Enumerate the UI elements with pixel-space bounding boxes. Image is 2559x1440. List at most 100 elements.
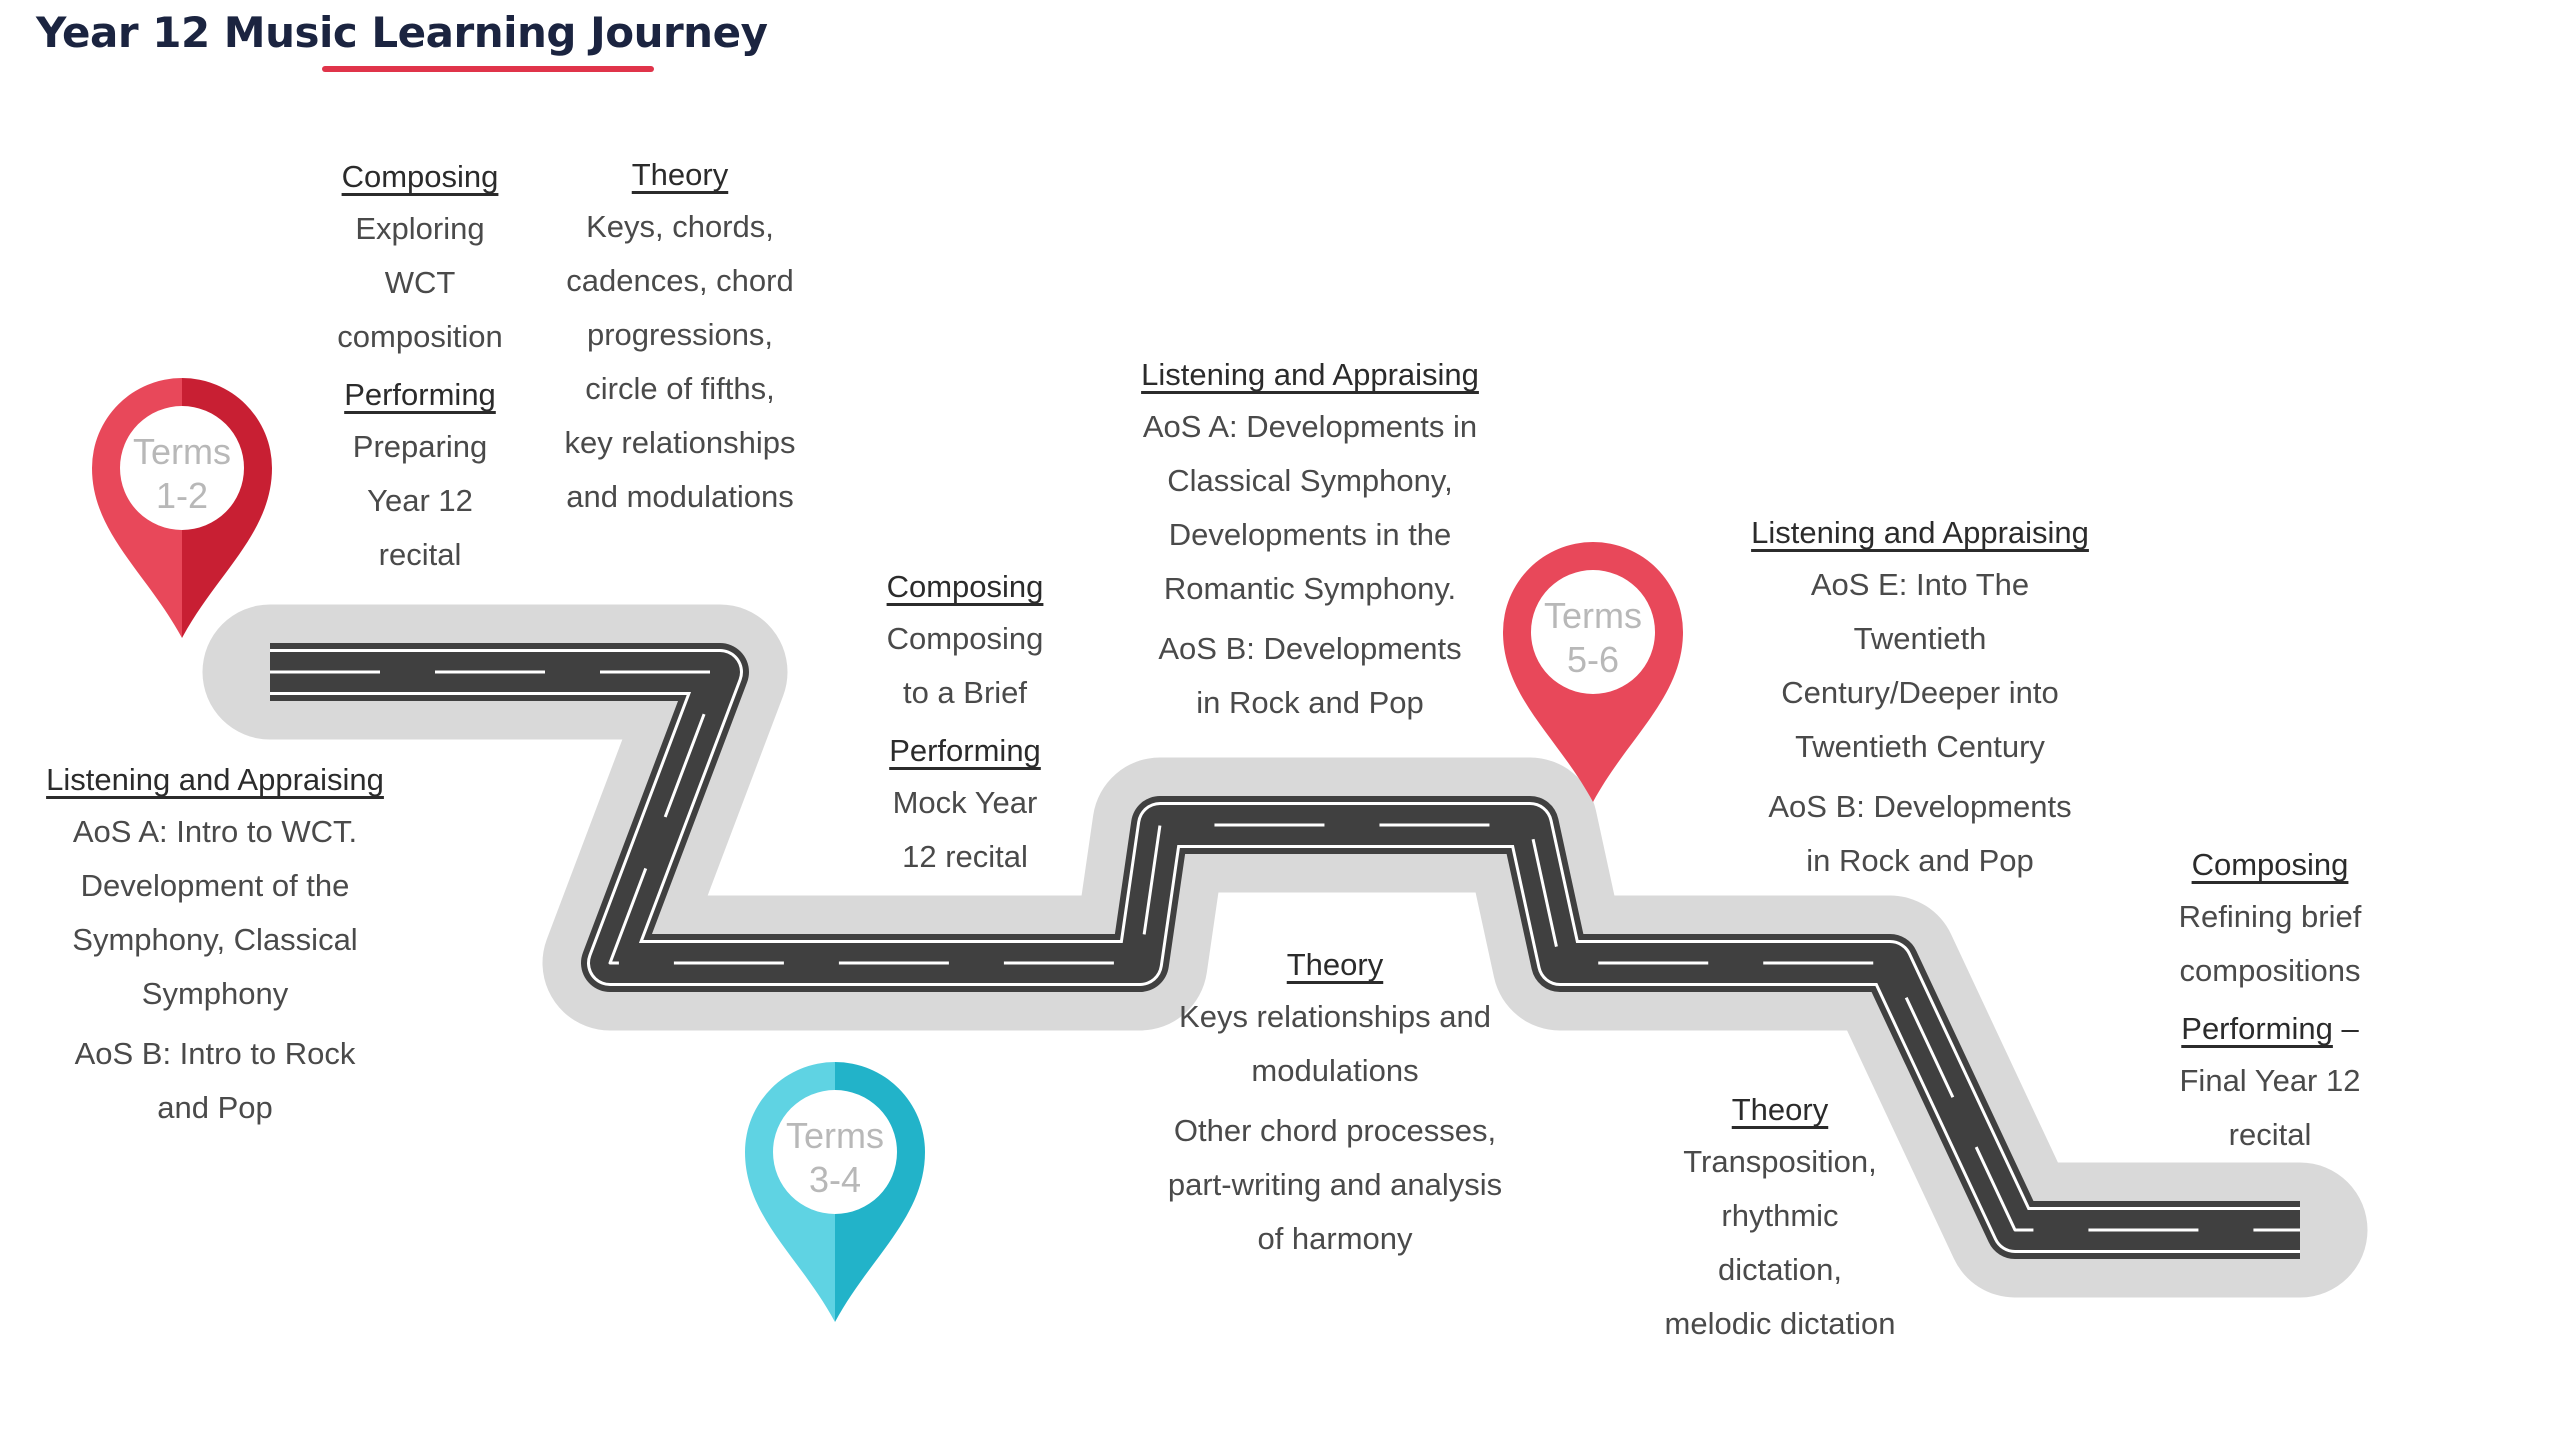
text-line: Mock Year: [892, 785, 1038, 820]
text-line: Other chord processes,: [1173, 1113, 1497, 1148]
title-underline: [322, 66, 654, 72]
section-text: Preparing Year 12 recital: [310, 420, 530, 582]
t12-listening-block: Listening and Appraising AoS A: Intro to…: [20, 755, 410, 1141]
text-line: AoS E: Into The: [1810, 567, 2030, 602]
section-heading: Performing: [344, 377, 496, 412]
text-line: modulations: [1251, 1053, 1419, 1088]
t34-theory-block: Theory Keys relationships and modulation…: [1140, 940, 1530, 1272]
text-line: Keys relationships and: [1179, 999, 1491, 1034]
pin-label-line1: Terms: [133, 431, 231, 472]
pin-label-line1: Terms: [1544, 595, 1642, 636]
section-text: Transposition, rhythmic dictation, melod…: [1620, 1135, 1940, 1351]
section-heading: Performing: [2181, 1011, 2333, 1046]
pin-label-line1: Terms: [786, 1115, 884, 1156]
t12-composing-block: Composing Exploring WCT composition Perf…: [310, 152, 530, 588]
section-text: Keys, chords, cadences, chord progressio…: [530, 200, 830, 524]
section-text: Mock Year 12 recital: [860, 776, 1070, 884]
text-line: AoS B: Developments: [1158, 631, 1462, 666]
section-text: Final Year 12 recital: [2150, 1054, 2390, 1162]
section-text: Composing to a Brief: [860, 612, 1070, 720]
text-line: AoS A: Intro to WCT.: [72, 814, 358, 849]
text-line: AoS B: Intro to Rock: [74, 1036, 356, 1071]
text-line: Refining brief: [2178, 899, 2362, 934]
text-line: rhythmic: [1721, 1198, 1839, 1233]
text-line: circle of fifths,: [585, 371, 775, 406]
section-heading: Listening and Appraising: [1751, 515, 2089, 550]
pin-label-line2: 5-6: [1566, 639, 1620, 680]
map-pin-icon: [1503, 542, 1683, 802]
t56-composing-block: Composing Refining brief compositions Pe…: [2150, 840, 2390, 1168]
text-line: Composing: [886, 621, 1044, 656]
section-heading: Composing: [341, 159, 499, 194]
section-text: Other chord processes, part-writing and …: [1140, 1104, 1530, 1266]
text-line: Keys, chords,: [586, 209, 774, 244]
text-line: Preparing: [352, 429, 488, 464]
section-text: AoS A: Developments in Classical Symphon…: [1110, 400, 1510, 616]
pin-terms-3-4: Terms 3-4: [745, 1062, 925, 1332]
text-line: and Pop: [157, 1090, 273, 1125]
section-text: AoS B: Intro to Rock and Pop: [20, 1027, 410, 1135]
page-title: Year 12 Music Learning Journey: [36, 8, 768, 57]
pin-terms-5-6: Terms 5-6: [1503, 542, 1683, 812]
text-line: Symphony, Classical: [72, 922, 358, 957]
text-line: Development of the: [80, 868, 350, 903]
text-line: key relationships: [564, 425, 796, 460]
text-line: Final Year 12: [2179, 1063, 2361, 1098]
text-line: WCT: [384, 265, 456, 300]
section-heading: Composing: [2191, 847, 2349, 882]
text-line: Transposition,: [1683, 1144, 1877, 1179]
section-heading: Listening and Appraising: [1141, 357, 1479, 392]
text-line: melodic dictation: [1664, 1306, 1896, 1341]
text-line: Classical Symphony,: [1167, 463, 1453, 498]
section-text: AoS B: Developments in Rock and Pop: [1110, 622, 1510, 730]
text-line: Twentieth Century: [1795, 729, 2045, 764]
text-line: Twentieth: [1853, 621, 1987, 656]
section-heading: Theory: [631, 157, 729, 192]
text-line: recital: [2228, 1117, 2312, 1152]
t56-listening-block: Listening and Appraising AoS E: Into The…: [1720, 508, 2120, 894]
section-text: AoS B: Developments in Rock and Pop: [1720, 780, 2120, 888]
pin-terms-1-2: Terms 1-2: [92, 378, 272, 648]
text-line: in Rock and Pop: [1806, 843, 2034, 878]
heading-dash: –: [2332, 1011, 2359, 1046]
t34-composing-block: Composing Composing to a Brief Performin…: [860, 562, 1070, 890]
text-line: of harmony: [1257, 1221, 1413, 1256]
section-heading: Composing: [886, 569, 1044, 604]
text-line: dictation,: [1717, 1252, 1843, 1287]
section-heading: Performing: [889, 733, 1041, 768]
t12-theory-block: Theory Keys, chords, cadences, chord pro…: [530, 150, 830, 530]
section-heading: Theory: [1731, 1092, 1829, 1127]
section-heading: Theory: [1286, 947, 1384, 982]
section-text: Exploring WCT composition: [310, 202, 530, 364]
text-line: in Rock and Pop: [1196, 685, 1424, 720]
section-heading: Listening and Appraising: [46, 762, 384, 797]
text-line: AoS B: Developments: [1768, 789, 2072, 824]
text-line: composition: [337, 319, 503, 354]
section-text: AoS A: Intro to WCT. Development of the …: [20, 805, 410, 1021]
text-line: progressions,: [586, 317, 774, 352]
text-line: Century/Deeper into: [1781, 675, 2059, 710]
t56-theory-block: Theory Transposition, rhythmic dictation…: [1620, 1085, 1940, 1357]
pin-label-line2: 3-4: [808, 1159, 862, 1200]
text-line: 12 recital: [902, 839, 1028, 874]
text-line: Exploring: [355, 211, 485, 246]
text-line: part-writing and analysis: [1167, 1167, 1503, 1202]
text-line: Symphony: [141, 976, 289, 1011]
text-line: Developments in the: [1168, 517, 1452, 552]
text-line: Year 12: [367, 483, 473, 518]
text-line: Romantic Symphony.: [1163, 571, 1457, 606]
map-pin-icon: [745, 1062, 925, 1322]
pin-label-line2: 1-2: [155, 475, 209, 516]
text-line: compositions: [2179, 953, 2361, 988]
t34-listening-block: Listening and Appraising AoS A: Developm…: [1110, 350, 1510, 736]
text-line: recital: [378, 537, 462, 572]
text-line: AoS A: Developments in: [1142, 409, 1478, 444]
map-pin-icon: [92, 378, 272, 638]
text-line: to a Brief: [902, 675, 1028, 710]
section-text: Keys relationships and modulations: [1140, 990, 1530, 1098]
section-text: Refining brief compositions: [2150, 890, 2390, 998]
road-center-dashes: [270, 670, 2300, 1232]
text-line: and modulations: [566, 479, 794, 514]
section-text: AoS E: Into The Twentieth Century/Deeper…: [1720, 558, 2120, 774]
